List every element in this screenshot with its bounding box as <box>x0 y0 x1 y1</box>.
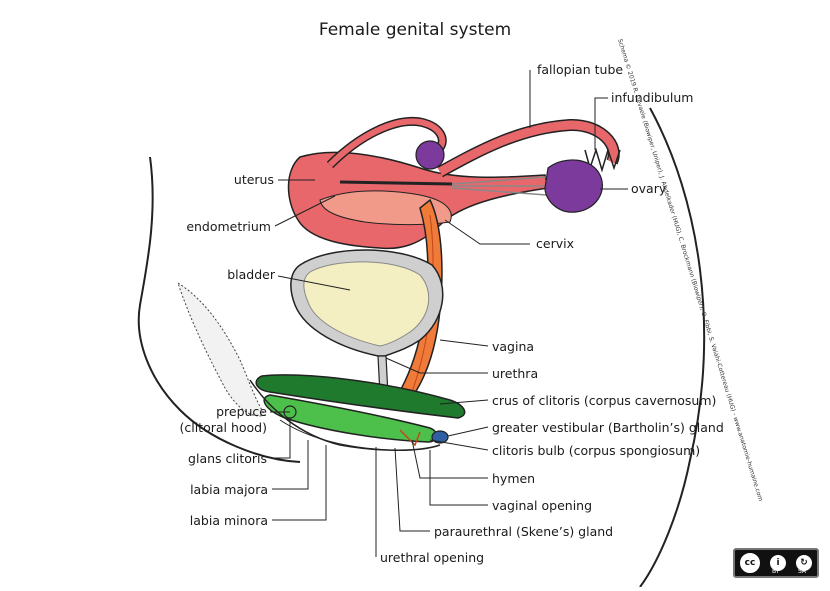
cc-license-badge[interactable]: cc i ↻ BY SA <box>733 548 819 578</box>
ovarian-ligaments <box>451 175 561 197</box>
label-labia-minora: labia minora <box>189 513 268 528</box>
label-glans-clitoris: glans clitoris <box>188 451 267 466</box>
label-skene-gland: paraurethral (Skene’s) gland <box>434 524 614 539</box>
attribution-icon: i <box>768 553 788 573</box>
label-clitoris-bulb: clitoris bulb (corpus spongiosum) <box>492 443 701 458</box>
bartholin-gland <box>431 430 449 444</box>
label-clitoral-hood: (clitoral hood) <box>179 420 267 435</box>
label-cervix: cervix <box>536 236 574 251</box>
label-bladder: bladder <box>227 267 275 282</box>
clitoris-crus <box>255 374 466 419</box>
label-uterus: uterus <box>233 172 274 187</box>
pubic-hair <box>177 281 266 417</box>
label-endometrium: endometrium <box>186 219 271 234</box>
share-alike-icon: ↻ <box>794 553 814 573</box>
label-bartholin-gland: greater vestibular (Bartholin’s) gland <box>492 420 724 435</box>
left-ovary <box>415 140 445 170</box>
label-hymen: hymen <box>492 471 536 486</box>
license-sa-text: SA <box>798 568 807 575</box>
hymen-shape <box>399 429 421 447</box>
label-vaginal-opening: vaginal opening <box>492 498 593 513</box>
label-infundibulum: infundibulum <box>611 90 694 105</box>
bladder-inner <box>303 261 430 347</box>
label-fallopian-tube: fallopian tube <box>537 62 624 77</box>
label-labia-majora: labia majora <box>190 482 268 497</box>
cc-icon: cc <box>738 551 762 575</box>
thigh-outline <box>639 107 706 588</box>
license-by-text: BY <box>772 568 780 575</box>
leader-lines <box>270 70 628 557</box>
clitoris-bulb <box>263 394 438 443</box>
back-outline <box>137 156 301 463</box>
label-prepuce: prepuce <box>216 404 267 419</box>
label-urethral-opening: urethral opening <box>380 550 485 565</box>
label-crus-of-clitoris: crus of clitoris (corpus cavernosum) <box>492 393 717 408</box>
label-vagina: vagina <box>492 339 535 354</box>
endometrium-shape <box>319 190 452 226</box>
label-urethra: urethra <box>492 366 539 381</box>
right-ovary <box>544 159 603 213</box>
uterine-cavity <box>339 180 453 186</box>
diagram-title: Female genital system <box>318 20 512 40</box>
label-ovary: ovary <box>631 181 667 196</box>
labia-outline <box>249 379 441 451</box>
